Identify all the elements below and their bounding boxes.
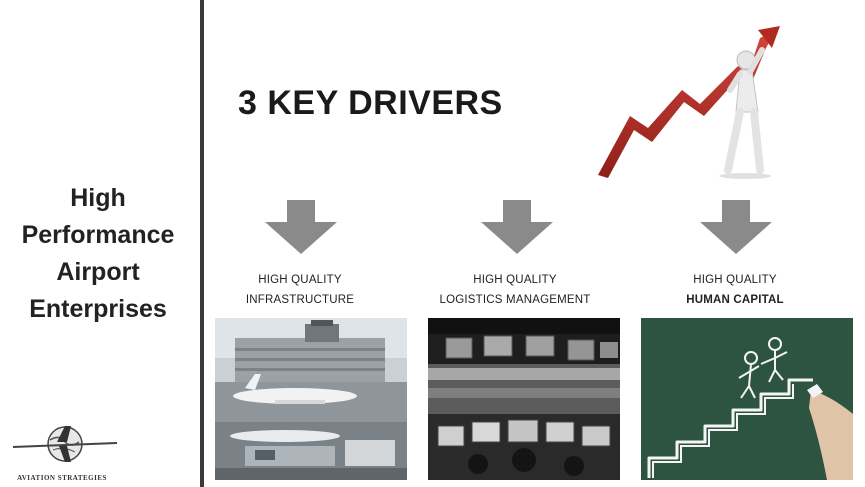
- down-arrow-icon: [481, 200, 553, 254]
- subject-line-3: Airport: [56, 258, 140, 286]
- subject-line-2: Performance: [21, 221, 175, 249]
- slide-subject: High Performance Airport Enterprises: [10, 180, 186, 328]
- logo-text: AVIATION STRATEGIES: [17, 474, 107, 482]
- subject-line-1: High: [70, 184, 126, 212]
- subject-line-4: Enterprises: [29, 295, 167, 323]
- growth-chart-figure-icon: [598, 26, 780, 179]
- driver-label-logistics: HIGH QUALITY LOGISTICS MANAGEMENT: [420, 270, 610, 310]
- driver-label-human-capital: HIGH QUALITY HUMAN CAPITAL: [660, 270, 810, 310]
- vertical-divider: [200, 0, 204, 487]
- driver-label-line2: HUMAN CAPITAL: [686, 294, 784, 306]
- main-title: 3 KEY DRIVERS: [238, 84, 503, 122]
- down-arrow-icon: [265, 200, 337, 254]
- driver-label-line1: HIGH QUALITY: [693, 274, 777, 286]
- driver-label-line2: LOGISTICS MANAGEMENT: [439, 294, 591, 306]
- driver-label-line2: INFRASTRUCTURE: [245, 294, 355, 306]
- down-arrow-icon: [700, 200, 772, 254]
- aviation-strategies-logo: [13, 426, 117, 462]
- driver-label-infrastructure: HIGH QUALITY INFRASTRUCTURE: [225, 270, 375, 310]
- chalkboard-stairs-photo: [641, 318, 853, 480]
- control-room-photo: [428, 318, 620, 480]
- driver-label-line1: HIGH QUALITY: [258, 274, 342, 286]
- airport-terminal-photo: [215, 318, 407, 480]
- driver-label-line1: HIGH QUALITY: [473, 274, 557, 286]
